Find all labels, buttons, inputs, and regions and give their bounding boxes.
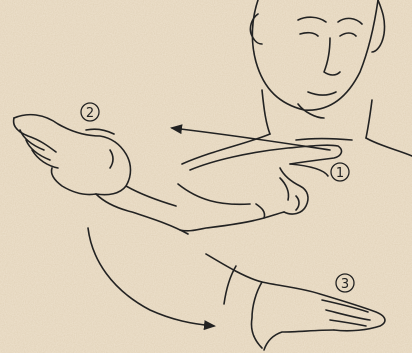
step-number-2: 2 — [86, 106, 94, 121]
step-number-3: 3 — [341, 277, 349, 292]
step-number-1: 1 — [336, 166, 344, 181]
